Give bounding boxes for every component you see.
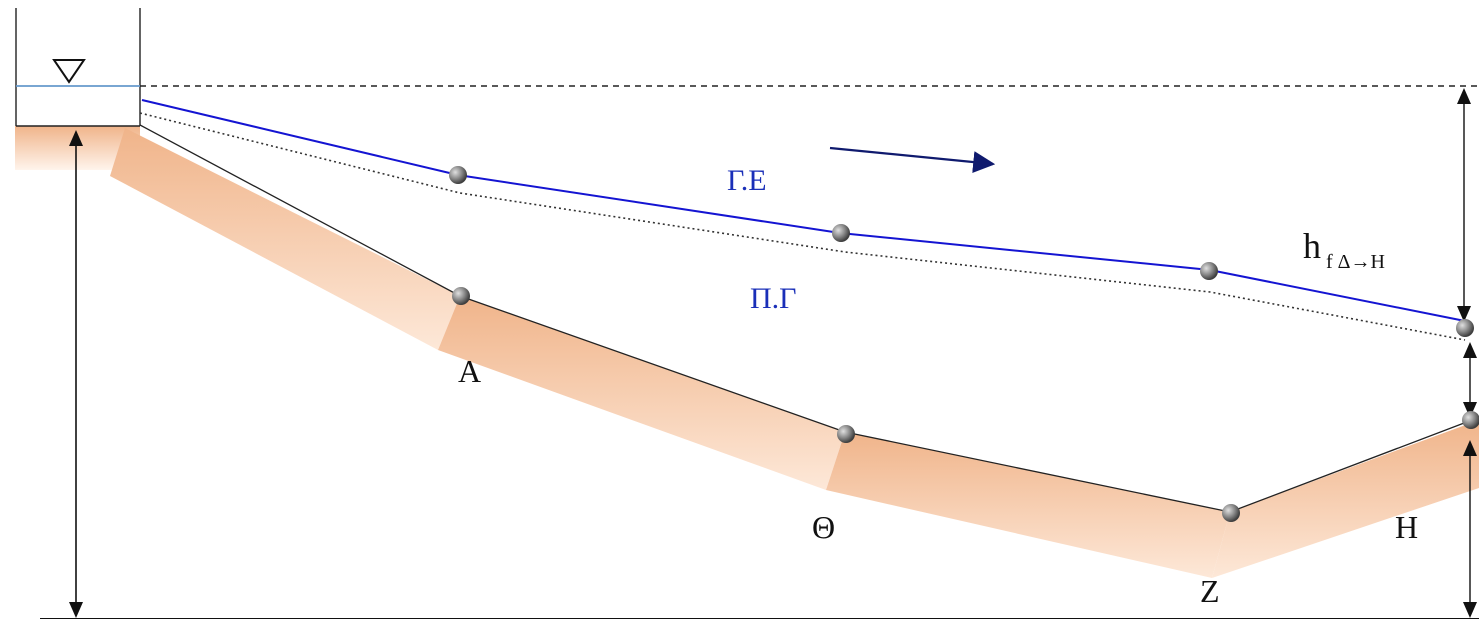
arrow-up-icon <box>1457 88 1471 104</box>
arrow-up-icon <box>1463 342 1477 358</box>
pipe-segment-a-theta <box>438 296 845 490</box>
arrow-up-icon <box>69 130 83 146</box>
point-a-label: A <box>458 353 481 389</box>
node-sphere-icon <box>832 224 850 242</box>
node-sphere-icon <box>1456 319 1474 337</box>
piezometric-line-label: Π.Γ <box>750 282 797 315</box>
pipe-segment-reservoir-a <box>110 128 460 350</box>
pressure-head-dimension <box>1463 342 1477 418</box>
node-sphere-icon <box>1200 262 1218 280</box>
point-h-label: H <box>1395 509 1418 545</box>
arrow-up-icon <box>1463 440 1477 456</box>
point-theta-label: Θ <box>812 509 835 545</box>
energy-line-label: Γ.Ε <box>727 164 767 197</box>
reservoir <box>15 8 141 127</box>
node-sphere-icon <box>1462 411 1479 429</box>
headloss-subscript: f Δ→H <box>1326 251 1385 273</box>
headloss-dimension <box>1457 88 1471 322</box>
arrow-down-icon <box>1457 306 1471 322</box>
elevation-head-dimension <box>1463 440 1477 618</box>
pipe-segment-theta-z <box>826 432 1230 578</box>
point-z-label: Z <box>1200 573 1220 609</box>
headloss-label: h <box>1303 226 1321 266</box>
arrow-down-icon <box>1463 402 1477 418</box>
node-sphere-icon <box>449 166 467 184</box>
total-head-dimension <box>69 130 83 618</box>
nodes <box>449 166 1479 522</box>
node-sphere-icon <box>1222 504 1240 522</box>
arrow-right-icon <box>829 146 996 174</box>
node-sphere-icon <box>452 287 470 305</box>
node-sphere-icon <box>837 425 855 443</box>
pipe-segment-z-h <box>1212 420 1479 578</box>
pipe-band <box>110 128 1479 578</box>
inverted-triangle-icon <box>52 59 86 84</box>
arrow-down-icon <box>1463 602 1477 618</box>
arrow-down-icon <box>69 602 83 618</box>
